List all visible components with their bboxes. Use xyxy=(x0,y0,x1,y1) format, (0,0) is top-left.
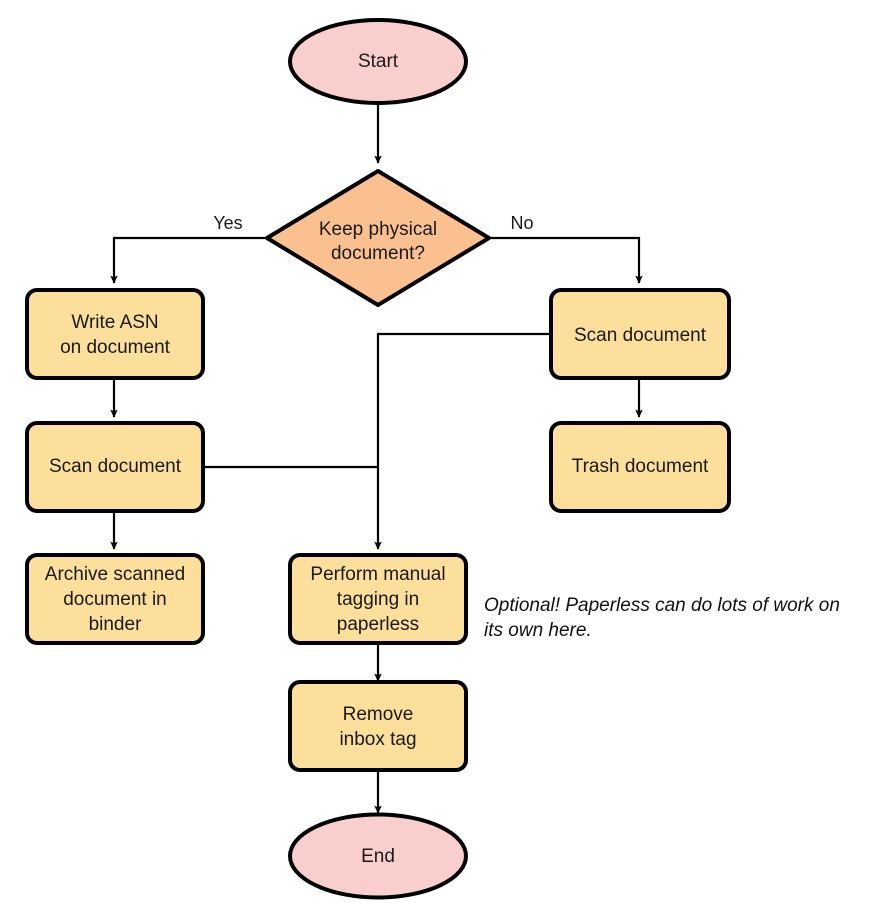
edge-label-yes: Yes xyxy=(213,213,242,233)
decision-diamond xyxy=(265,169,491,307)
start-label: Start xyxy=(358,51,399,72)
node-start[interactable]: Start xyxy=(288,18,468,105)
edge-decision-no xyxy=(482,234,643,284)
remove-inbox-label-line2: inbox tag xyxy=(339,729,416,750)
trash-document-label: Trash document xyxy=(572,456,709,477)
scan-document-left-box xyxy=(25,421,205,513)
tagging-label-line3: paperless xyxy=(337,614,419,635)
node-decision-keep-physical-document[interactable]: Keep physical document? xyxy=(265,169,491,307)
end-ellipse xyxy=(288,812,468,900)
tagging-label-line2: tagging in xyxy=(337,589,419,610)
start-ellipse xyxy=(288,18,468,105)
node-perform-manual-tagging[interactable]: Perform manual tagging in paperless xyxy=(288,553,468,645)
node-archive-scanned-document[interactable]: Archive scanned document in binder xyxy=(25,553,205,645)
scan-document-right-label: Scan document xyxy=(574,325,707,346)
tagging-label-line1: Perform manual xyxy=(310,564,445,585)
end-label: End xyxy=(361,846,395,867)
note-line1: Optional! Paperless can do lots of work … xyxy=(484,595,840,616)
decision-label-line2: document? xyxy=(331,243,425,264)
node-scan-document-left[interactable]: Scan document xyxy=(25,421,205,513)
edge-decision-yes xyxy=(110,234,273,284)
scan-document-left-label: Scan document xyxy=(49,456,182,477)
tagging-box xyxy=(288,553,468,645)
node-end[interactable]: End xyxy=(288,812,468,900)
node-remove-inbox-tag[interactable]: Remove inbox tag xyxy=(288,680,468,772)
write-asn-label-line2: on document xyxy=(60,337,171,358)
annotation-note: Optional! Paperless can do lots of work … xyxy=(484,595,840,641)
write-asn-label-line1: Write ASN xyxy=(71,312,158,333)
node-trash-document[interactable]: Trash document xyxy=(549,421,731,513)
note-line2: its own here. xyxy=(484,620,592,641)
remove-inbox-label-line1: Remove xyxy=(343,704,414,725)
write-asn-box xyxy=(25,288,205,380)
edge-label-no: No xyxy=(510,213,533,233)
edge-scanright-to-tagging xyxy=(374,332,551,550)
scan-document-right-box xyxy=(549,288,731,380)
archive-box xyxy=(25,553,205,645)
trash-document-box xyxy=(549,421,731,513)
node-write-asn-on-document[interactable]: Write ASN on document xyxy=(25,288,205,380)
archive-label-line3: binder xyxy=(89,614,142,635)
node-scan-document-right[interactable]: Scan document xyxy=(549,288,731,380)
decision-label-line1: Keep physical xyxy=(319,219,437,240)
archive-label-line1: Archive scanned xyxy=(45,564,185,585)
archive-label-line2: document in xyxy=(63,589,167,610)
remove-inbox-tag-box xyxy=(288,680,468,772)
